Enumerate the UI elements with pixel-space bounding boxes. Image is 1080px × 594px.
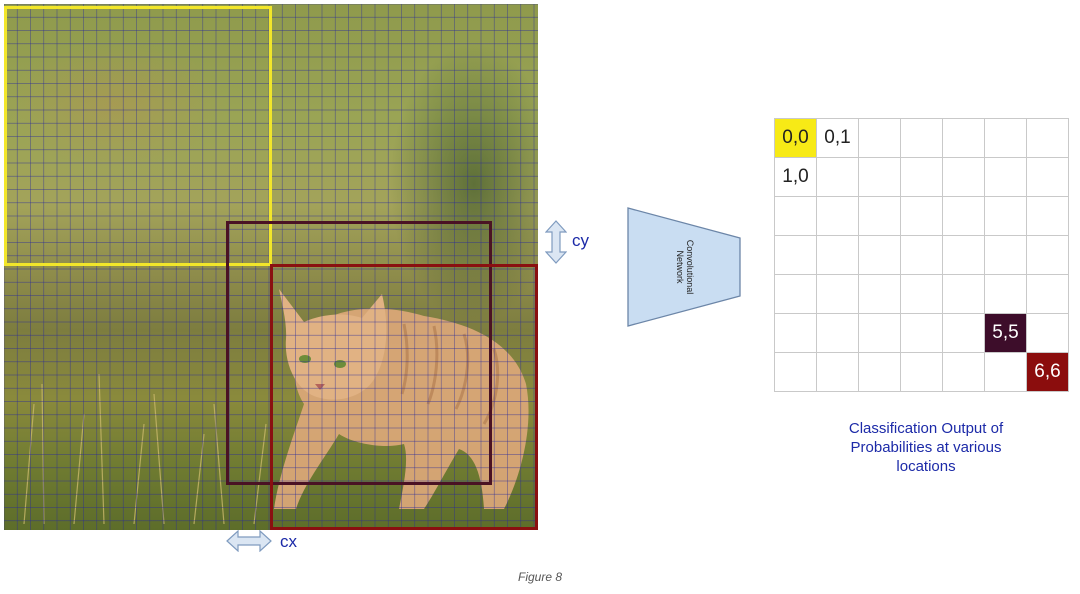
- output-cell: 0,1: [817, 119, 859, 158]
- output-cell: [943, 119, 985, 158]
- output-cell: [943, 197, 985, 236]
- output-cell: [901, 158, 943, 197]
- output-cell: [859, 275, 901, 314]
- output-cell: [775, 275, 817, 314]
- horizontal-double-arrow-icon: [226, 530, 272, 552]
- output-cell: [859, 353, 901, 392]
- output-caption: Classification Output of Probabilities a…: [848, 420, 1004, 475]
- output-cell: [985, 236, 1027, 275]
- output-cell: [1027, 314, 1069, 353]
- output-cell: [985, 275, 1027, 314]
- output-cell: [901, 314, 943, 353]
- output-cell: [1027, 236, 1069, 275]
- output-cell: [817, 236, 859, 275]
- output-cell: [901, 197, 943, 236]
- output-cell: [859, 158, 901, 197]
- convolutional-network-shape: [627, 207, 741, 327]
- network-label: Convolutional Network: [675, 239, 695, 295]
- output-cell: [817, 314, 859, 353]
- output-cell: [817, 197, 859, 236]
- output-cell: 0,0: [775, 119, 817, 158]
- window-box-dark: [226, 221, 492, 485]
- output-cell: [943, 314, 985, 353]
- output-cell: [775, 353, 817, 392]
- output-cell: 5,5: [985, 314, 1027, 353]
- output-cell: [943, 158, 985, 197]
- window-box-red: [270, 264, 538, 530]
- output-cell: [1027, 119, 1069, 158]
- output-cell: 6,6: [1027, 353, 1069, 392]
- output-cell: [985, 197, 1027, 236]
- output-cell: [901, 236, 943, 275]
- network-label-wrapper: Convolutional Network: [626, 206, 744, 328]
- output-cell: [859, 119, 901, 158]
- output-cell: [817, 158, 859, 197]
- window-box-yellow: [4, 6, 272, 266]
- output-cell: [775, 314, 817, 353]
- output-cell: [943, 275, 985, 314]
- output-cell: [943, 236, 985, 275]
- output-cell: [817, 275, 859, 314]
- vertical-double-arrow-icon: [545, 220, 567, 264]
- output-cell: [901, 353, 943, 392]
- output-cell: [943, 353, 985, 392]
- output-cell: [859, 197, 901, 236]
- output-cell: [859, 236, 901, 275]
- output-cell: [817, 353, 859, 392]
- output-cell: [1027, 158, 1069, 197]
- output-cell: [859, 314, 901, 353]
- output-cell: [1027, 197, 1069, 236]
- output-cell: [901, 275, 943, 314]
- output-cell: [985, 353, 1027, 392]
- output-cell: [775, 236, 817, 275]
- cy-label: cy: [572, 231, 589, 250]
- output-cell: 1,0: [775, 158, 817, 197]
- output-cell: [985, 158, 1027, 197]
- cx-label: cx: [280, 532, 297, 551]
- output-cell: [1027, 275, 1069, 314]
- figure-label: Figure 8: [517, 570, 563, 584]
- output-cell: [985, 119, 1027, 158]
- output-cell: [901, 119, 943, 158]
- output-cell: [775, 197, 817, 236]
